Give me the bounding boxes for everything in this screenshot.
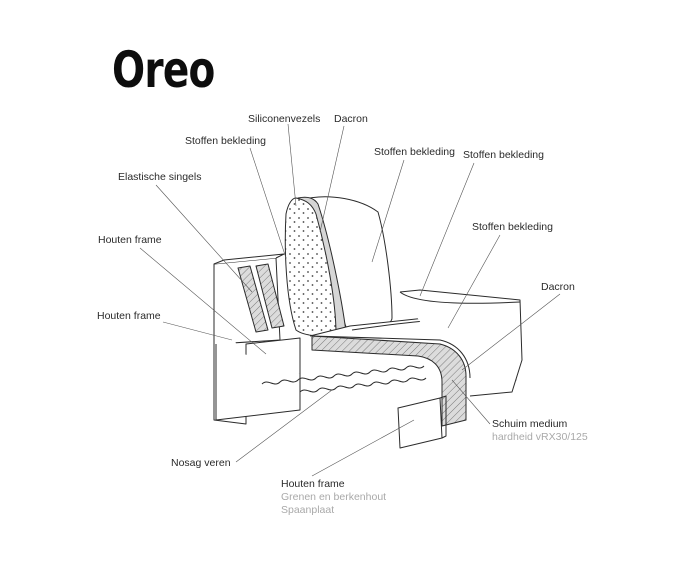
leader-stoffen-bekleding-4 <box>447 234 501 329</box>
right-armrest <box>399 289 523 397</box>
leader-houten-frame-bottom <box>311 419 415 477</box>
seat-foam-section <box>311 335 467 427</box>
leader-nosag-veren <box>235 389 333 463</box>
leader-stoffen-bekleding-3 <box>419 162 475 297</box>
label-stoffen-bekleding-2: Stoffen bekleding <box>374 146 455 158</box>
leader-houten-frame-1 <box>139 247 267 355</box>
label-houten-frame-bottom-sub2: Spaanplaat <box>281 504 335 516</box>
elastic-webbing-2 <box>255 263 285 329</box>
leader-dacron-right <box>461 293 561 371</box>
label-houten-frame-bottom-sub1: Grenen en berkenhout <box>281 491 387 503</box>
label-siliconenvezels: Siliconenvezels <box>248 113 321 125</box>
label-houten-frame-bottom: Houten frame <box>281 478 345 490</box>
right-armrest-top <box>399 291 521 304</box>
leader-stoffen-bekleding-1 <box>249 147 287 259</box>
nosag-springs <box>261 365 425 385</box>
label-dacron-top: Dacron <box>334 113 368 125</box>
label-houten-frame-2: Houten frame <box>97 310 161 322</box>
page-title: Oreo <box>112 41 215 99</box>
label-stoffen-bekleding-1: Stoffen bekleding <box>185 135 266 147</box>
label-schuim-medium-sub: hardheid vRX30/125 <box>492 431 588 443</box>
seat-dacron-layer <box>311 335 471 379</box>
label-stoffen-bekleding-3: Stoffen bekleding <box>463 149 544 161</box>
leader-stoffen-bekleding-2 <box>371 159 405 263</box>
leader-houten-frame-2 <box>162 321 233 341</box>
label-houten-frame-1: Houten frame <box>98 234 162 246</box>
nosag-springs-2 <box>299 377 427 393</box>
label-dacron-right: Dacron <box>541 281 575 293</box>
label-stoffen-bekleding-4: Stoffen bekleding <box>472 221 553 233</box>
leader-elastische-singels <box>155 184 253 293</box>
label-elastische-singels: Elastische singels <box>118 171 202 183</box>
label-nosag-veren: Nosag veren <box>171 457 231 469</box>
front-rail-side <box>439 395 447 439</box>
armrest-top <box>213 253 285 265</box>
label-schuim-medium: Schuim medium <box>492 418 568 430</box>
elastic-webbing-1 <box>237 265 269 333</box>
leader-siliconenvezels <box>287 123 297 207</box>
front-rail-board <box>397 397 443 449</box>
leader-dacron-top <box>319 125 345 233</box>
leader-schuim-medium <box>451 379 491 425</box>
